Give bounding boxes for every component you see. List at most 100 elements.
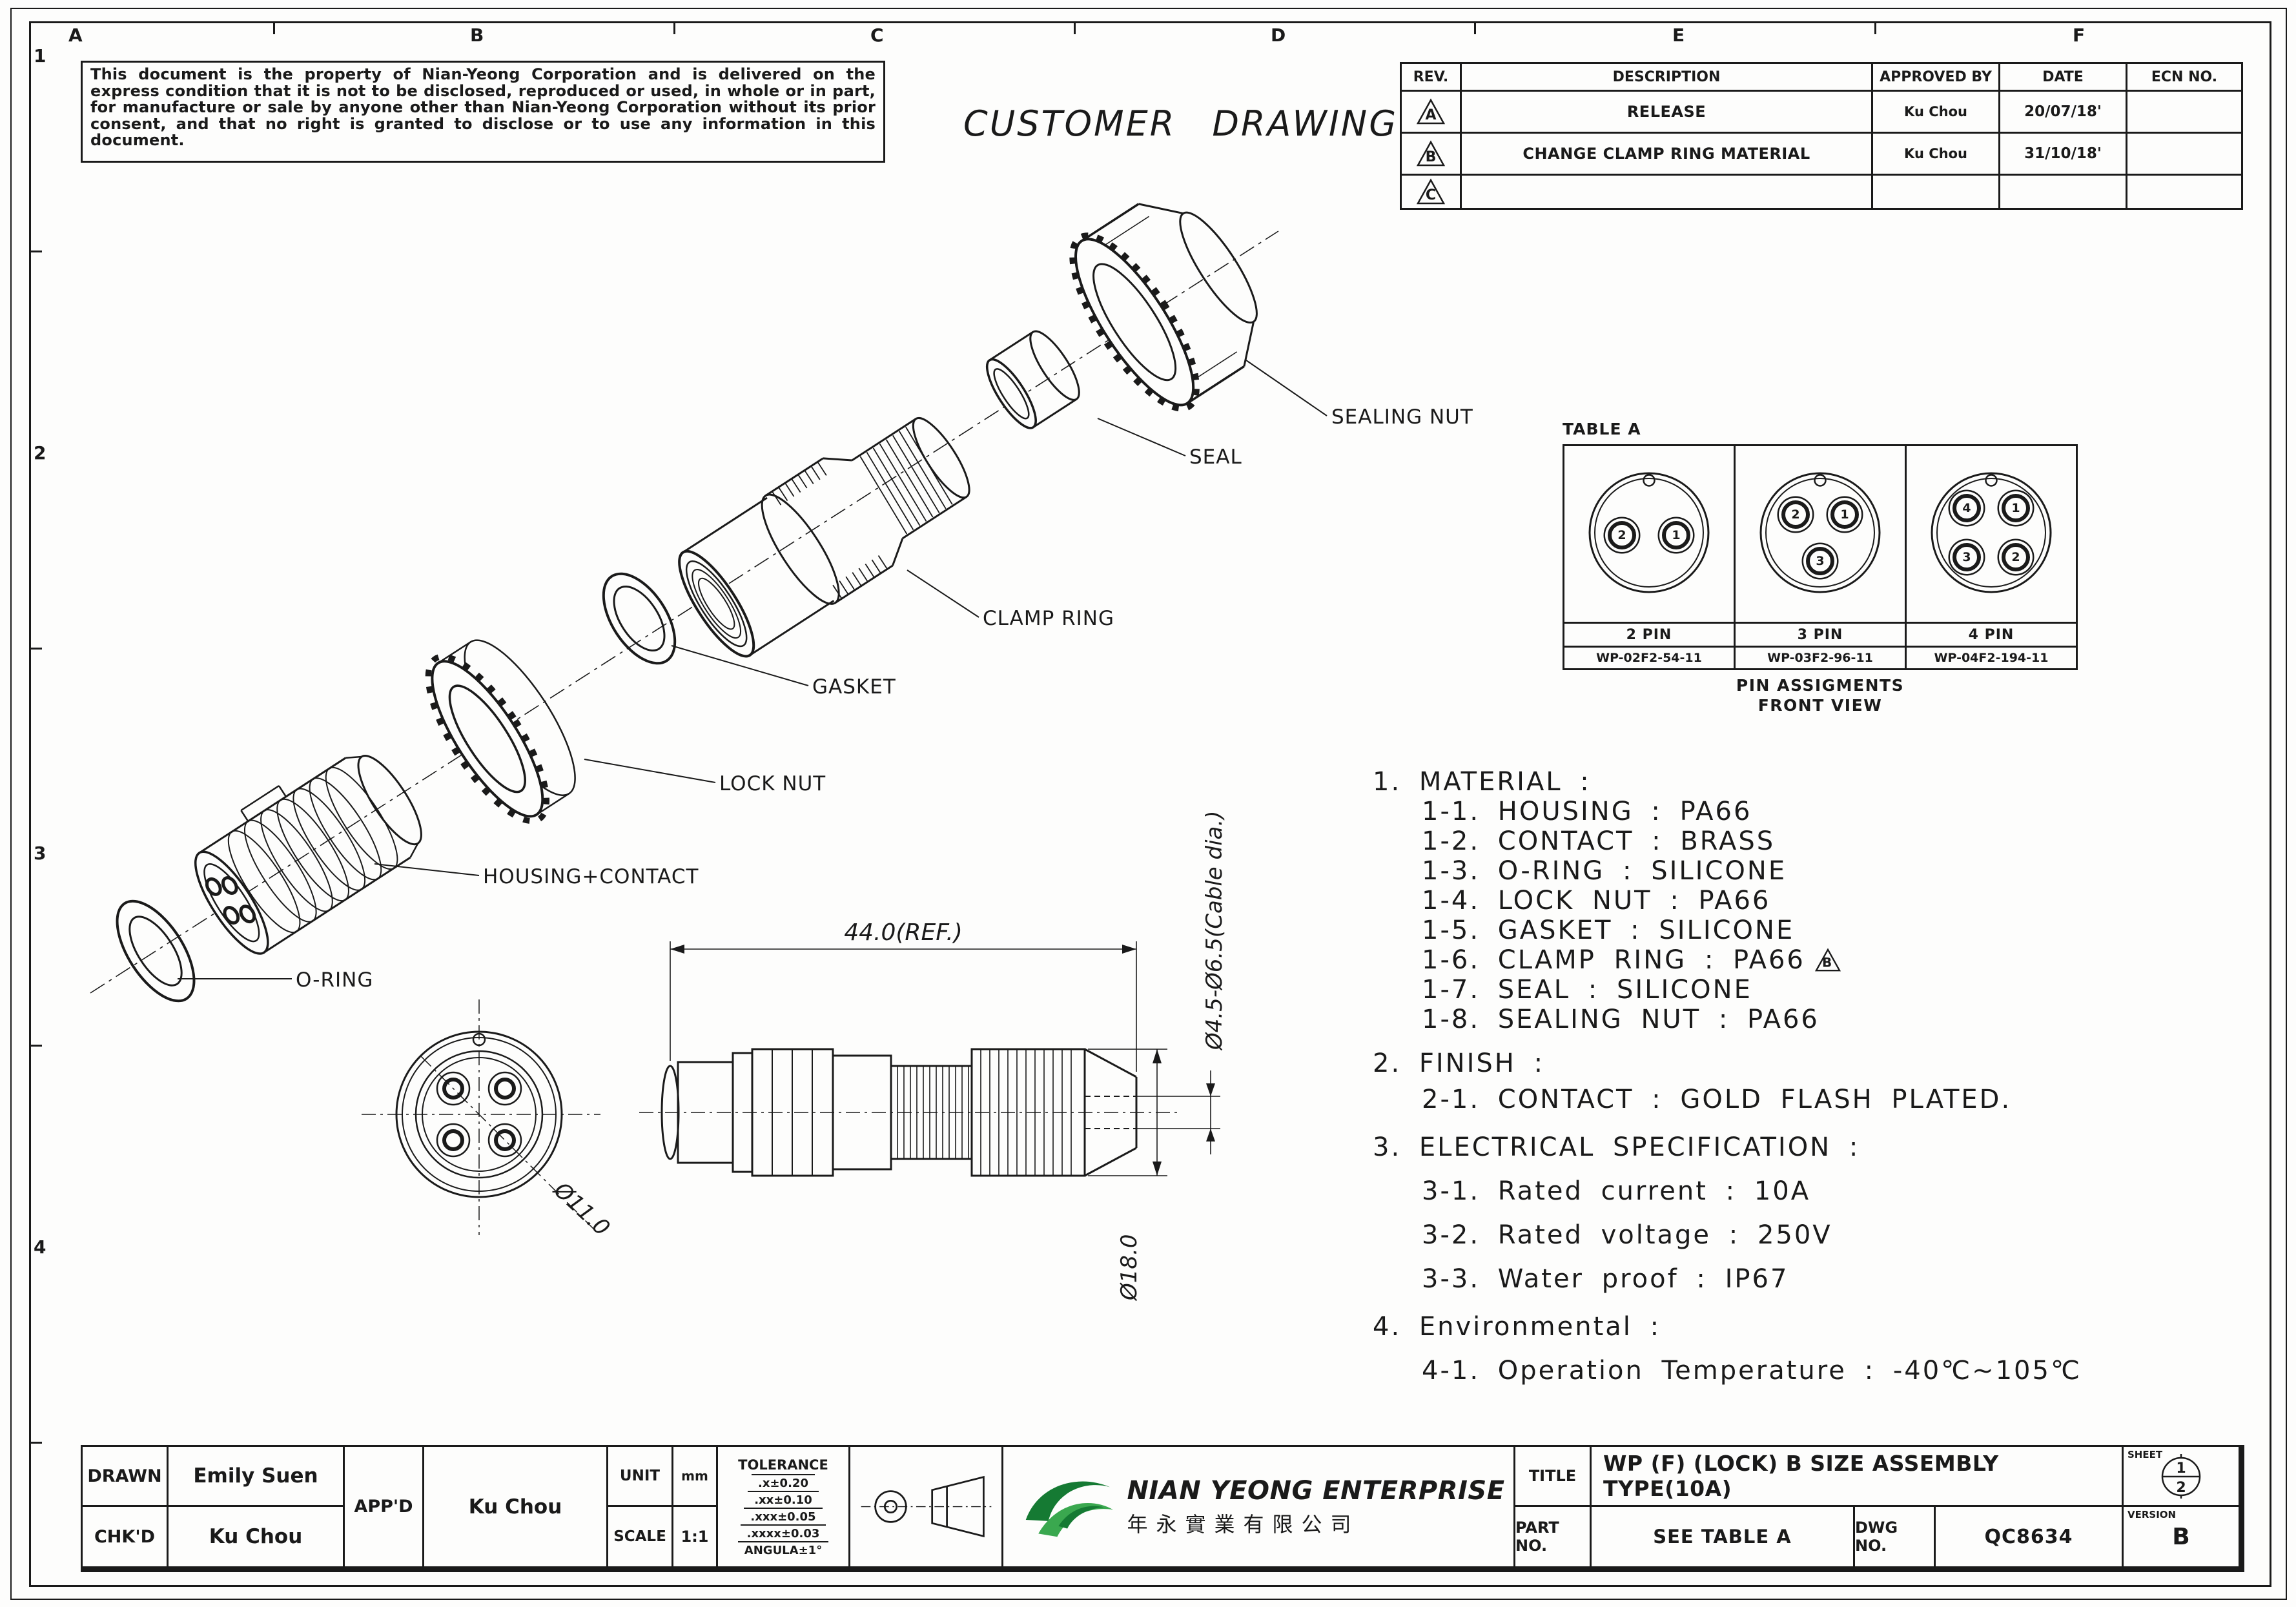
label-gasket: GASKET [812,675,896,699]
note-line: 1. MATERIAL : [1373,767,1591,797]
connector-face-3pin: 2 1 3 [1736,446,1905,622]
label-o-ring: O-RING [296,968,373,992]
table-a: 2 1 2 PIN WP-02F2-54-11 2 1 3 3 PIN [1563,444,2078,670]
front-dia-leader [420,1056,597,1233]
leader-gasket [671,645,809,686]
label-clamp-ring: CLAMP RING [983,607,1114,630]
pin-count-label: 3 PIN [1736,624,1905,646]
zone-tick [1074,21,1076,34]
version-cell: VERSION B [2124,1507,2239,1566]
table-a-caption: PIN ASSIGMENTS FRONT VIEW [1563,675,2078,715]
gasket-part [602,572,677,665]
connector-face-drawing [1759,472,1881,593]
third-angle-projection-icon [861,1475,991,1538]
front-view [362,999,600,1235]
o-ring-part [116,899,196,1003]
zone-tick [1874,21,1876,34]
zone-letter-c: C [870,25,884,46]
title-label: TITLE [1515,1447,1590,1505]
zone-letter-a: A [68,25,83,46]
customer-drawing-title: CUSTOMER DRAWING [963,103,1399,144]
rev-b-triangle: B [1402,134,1460,174]
pin-count-label: 4 PIN [1907,624,2076,646]
side-view [639,1048,1182,1177]
svg-text:2: 2 [2176,1480,2186,1496]
zone-number-1: 1 [34,45,46,67]
dim-text-cable: Ø4.5-Ø6.5(Cable dia.) [1202,811,1227,1051]
svg-text:C: C [1426,187,1436,203]
revision-b-marker: B [1814,948,1841,972]
rev-b-date: 31/10/18' [2000,134,2126,174]
rev-a-triangle: A [1402,92,1460,132]
checked-label: CHK'D [83,1507,167,1566]
dim-text-front-dia: Ø11.0 [548,1176,615,1242]
tolerance-row: .xxx±0.05 [744,1508,823,1524]
svg-text:A: A [1425,107,1436,123]
pin: 4 [1953,494,1981,522]
pin-cell-4pin: 4 1 3 2 4 PIN WP-04F2-194-11 [1907,446,2076,668]
leader-housing-contact [374,863,480,876]
axis-centerline [90,230,1279,994]
company-name-en: NIAN YEONG ENTERPRISE [1127,1475,1505,1506]
dim-body-dia [1088,1049,1167,1176]
leader-seal [1097,418,1186,456]
note-line: 2-1. CONTACT : GOLD FLASH PLATED. [1422,1085,2012,1114]
pin: 2 [1781,500,1810,529]
tolerance-row: .xx±0.10 [748,1491,819,1508]
rev-header-desc: DESCRIPTION [1462,64,1871,90]
sheet-frame [29,21,2271,1587]
note-line: 1-7. SEAL : SILICONE [1422,975,1752,1005]
approved-label: APP'D [345,1447,422,1566]
scale-value: 1:1 [673,1507,716,1566]
note-line: 4-1. Operation Temperature : -40℃~105℃ [1422,1356,2082,1386]
unit-label: UNIT [608,1447,671,1505]
table-a-label: TABLE A [1563,420,1641,438]
note-line: 4. Environmental : [1373,1312,1661,1342]
rev-b-ecn [2127,134,2241,174]
company-cell: NIAN YEONG ENTERPRISE 年永實業有限公司 [1003,1447,1513,1566]
property-notice: This document is the property of Nian-Ye… [81,61,885,163]
part-no-value: SEE TABLE A [1592,1507,1853,1566]
sealing-nut-part [1069,203,1258,412]
zone-number-2: 2 [34,442,46,464]
note-line: 3. ELECTRICAL SPECIFICATION : [1373,1132,1860,1162]
notes: 1. MATERIAL : 1-1. HOUSING : PA66 1-2. C… [1373,767,2277,1386]
drawn-value: Emily Suen [169,1447,343,1505]
rev-header-appr: APPROVED BY [1873,64,1998,90]
rev-a-description: RELEASE [1462,92,1871,132]
dim-text-length: 44.0(REF.) [844,919,963,946]
rev-a-ecn [2127,92,2241,132]
connector-face-drawing [1588,472,1710,593]
dwg-no-value: QC8634 [1936,1507,2122,1566]
connector-face-2pin: 2 1 [1564,446,1734,622]
note-line: 2. FINISH : [1373,1049,1545,1078]
part-number: WP-03F2-96-11 [1736,648,1905,668]
zone-tick [29,1442,42,1444]
tolerance-table: TOLERANCE .x±0.20 .xx±0.10 .xxx±0.05 .xx… [718,1447,848,1566]
clamp-ring-part [678,417,970,658]
pin: 1 [2002,494,2030,522]
leader-lines [178,360,1327,979]
rev-a-date: 20/07/18' [2000,92,2126,132]
rev-header-date: DATE [2000,64,2126,90]
leader-sealing-nut [1245,360,1327,416]
pin: 1 [1662,521,1690,549]
projection-symbol-cell [850,1447,1001,1566]
dimension-arrows [670,945,1215,1176]
pin: 3 [1806,547,1834,575]
rev-header-ecn: ECN NO. [2127,64,2241,90]
rev-c-ecn [2127,176,2241,208]
housing-contact-part [194,755,422,955]
version-value: B [2172,1523,2190,1550]
tolerance-header: TOLERANCE [738,1457,828,1473]
scale-label: SCALE [608,1507,671,1566]
zone-tick [29,251,42,252]
zone-number-3: 3 [34,843,46,864]
part-number: WP-02F2-54-11 [1564,648,1734,668]
company-name-zh: 年永實業有限公司 [1127,1511,1360,1537]
zone-letter-d: D [1271,25,1286,46]
zone-tick [29,1045,42,1047]
label-lock-nut: LOCK NUT [719,772,826,795]
drawn-label: DRAWN [83,1447,167,1505]
rev-b-approved-by: Ku Chou [1873,134,1998,174]
